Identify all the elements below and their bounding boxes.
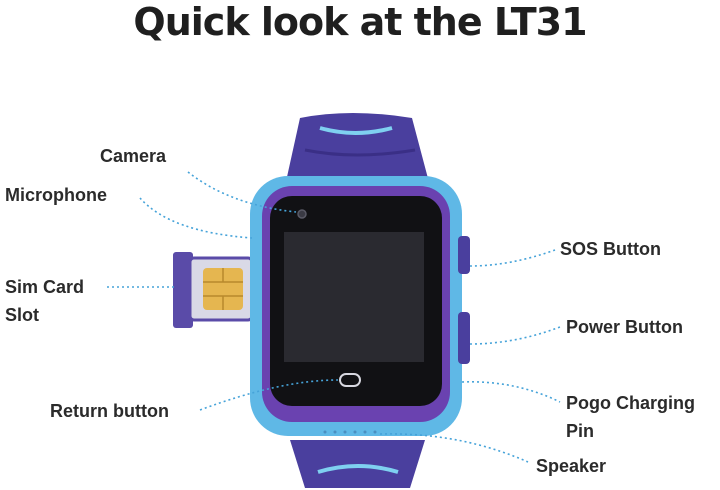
- power-button-hardware: [458, 312, 470, 364]
- leader-lines: [107, 171, 561, 463]
- label-speaker: Speaker: [536, 456, 607, 476]
- watch-screen: [284, 232, 424, 362]
- label-sim-card-line1: Sim Card: [5, 277, 85, 297]
- watch-case: [250, 176, 470, 436]
- sim-card-tray: [173, 252, 254, 328]
- sim-chip-icon: [203, 268, 243, 310]
- top-strap: [285, 113, 430, 186]
- sos-button-hardware: [458, 236, 470, 274]
- camera-leader: [187, 171, 297, 213]
- label-sos-button: SOS Button: [560, 239, 661, 259]
- label-sim-card-line2: Slot: [5, 305, 39, 325]
- label-return-button: Return button: [50, 401, 169, 421]
- label-power-button: Power Button: [566, 317, 683, 337]
- sos-leader: [469, 249, 556, 267]
- bottom-strap: [290, 440, 425, 488]
- label-pogo-line2: Pin: [566, 421, 595, 441]
- label-pogo-line1: Pogo Charging: [566, 393, 695, 413]
- power-leader: [469, 326, 561, 345]
- microphone-leader: [139, 197, 253, 239]
- camera-lens-icon: [297, 209, 307, 219]
- pogo-leader: [461, 381, 561, 403]
- speaker-grille: [323, 430, 377, 434]
- page-title: Quick look at the LT31: [133, 0, 587, 44]
- return-icon: [339, 373, 361, 387]
- label-camera: Camera: [100, 146, 167, 166]
- label-microphone: Microphone: [5, 185, 107, 205]
